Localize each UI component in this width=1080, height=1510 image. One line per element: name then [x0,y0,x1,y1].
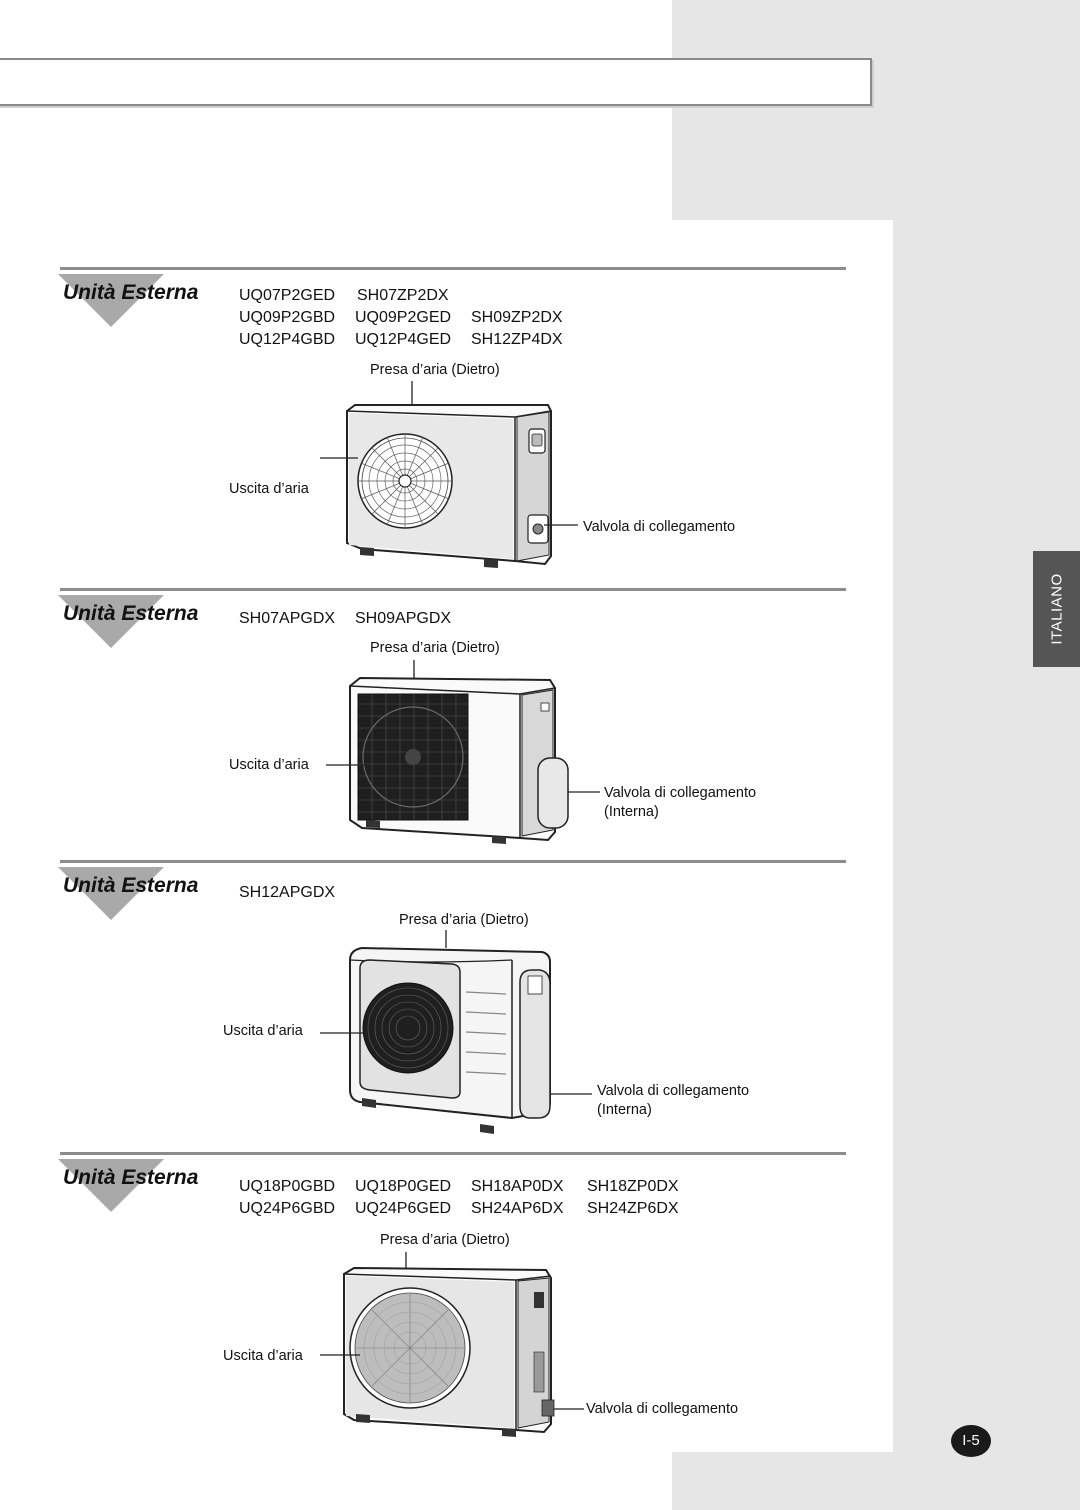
page-number-badge: I-5 [951,1425,991,1457]
air-inlet-label: Presa d’aria (Dietro) [370,362,500,378]
air-inlet-label: Presa d’aria (Dietro) [399,912,529,928]
section-title: Unità Esterna [63,602,199,625]
model-code: UQ09P2GBD [239,309,336,326]
model-code: SH09ZP2DX [471,309,563,326]
outdoor-unit-illustration [326,660,600,844]
section-title: Unità Esterna [63,281,199,304]
language-tab: ITALIANO [1033,551,1080,667]
model-code: UQ07P2GED [239,287,336,304]
air-inlet-label: Presa d’aria (Dietro) [370,640,500,656]
right-margin-band-top [672,0,1080,220]
outdoor-unit-illustration [320,1252,584,1437]
section-rule [60,588,846,591]
model-code: SH07APGDX [239,610,336,627]
model-code: UQ24P6GED [355,1200,452,1217]
section-rule [60,1152,846,1155]
section-marker-triangle [58,595,164,648]
valve-label: Valvola di collegamento [586,1401,739,1417]
air-outlet-label: Uscita d’aria [229,481,309,497]
section-outdoor-unit-1: Unità Esterna UQ07P2GED SH07ZP2DX UQ09P2… [0,267,893,587]
right-margin-band [893,220,1080,1510]
valve-note-label: (Interna) [597,1102,652,1118]
model-code: SH18AP0DX [471,1178,564,1195]
model-code: SH24AP6DX [471,1200,564,1217]
valve-label: Valvola di collegamento [583,519,736,535]
air-inlet-label: Presa d’aria (Dietro) [380,1232,510,1248]
model-code: SH18ZP0DX [587,1178,679,1195]
page-title-box [0,58,872,106]
model-code: UQ18P0GED [355,1178,452,1195]
air-outlet-label: Uscita d’aria [223,1348,303,1364]
section-title: Unità Esterna [63,1166,199,1189]
model-code: SH09APGDX [355,610,452,627]
model-code: UQ24P6GBD [239,1200,336,1217]
model-code: UQ09P2GED [355,309,452,326]
model-code: SH24ZP6DX [587,1200,679,1217]
outdoor-unit-illustration [320,381,578,568]
outdoor-unit-illustration [320,930,592,1134]
bottom-margin-band [672,1452,893,1510]
language-tab-label: ITALIANO [1048,573,1065,645]
section-outdoor-unit-2: Unità Esterna SH07APGDX SH09APGDX Presa … [0,588,893,860]
valve-label: Valvola di collegamento [597,1083,750,1099]
valve-note-label: (Interna) [604,804,659,820]
model-code: UQ18P0GBD [239,1178,336,1195]
model-code: SH07ZP2DX [357,287,449,304]
section-outdoor-unit-4: Unità Esterna UQ18P0GBD UQ18P0GED SH18AP… [0,1152,893,1452]
valve-label: Valvola di collegamento [604,785,757,801]
model-code: SH12APGDX [239,884,336,901]
air-outlet-label: Uscita d’aria [223,1023,303,1039]
section-marker-triangle [58,1159,164,1212]
section-outdoor-unit-3: Unità Esterna SH12APGDX Presa d’aria (Di… [0,860,893,1152]
air-outlet-label: Uscita d’aria [229,757,309,773]
section-title: Unità Esterna [63,874,199,897]
model-code: SH12ZP4DX [471,331,563,348]
section-rule [60,267,846,270]
section-marker-triangle [58,867,164,920]
section-rule [60,860,846,863]
model-code: UQ12P4GBD [239,331,336,348]
model-code: UQ12P4GED [355,331,452,348]
section-marker-triangle [58,274,164,327]
